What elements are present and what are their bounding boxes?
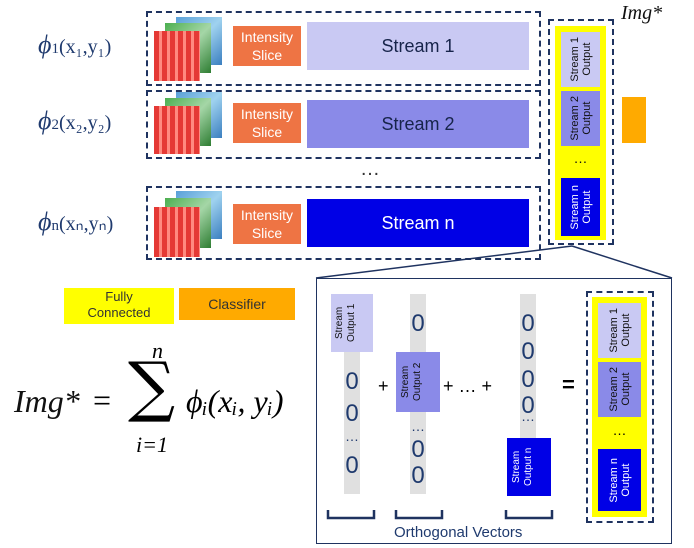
vector-2-zero: 0	[411, 462, 425, 489]
vector-1-zero: 0	[345, 452, 359, 479]
sum-upper-limit: n	[152, 338, 163, 363]
stream-row-1-box	[146, 11, 541, 86]
sum-lower-limit: i=1	[136, 432, 168, 457]
result-ellipsis: …	[612, 422, 627, 438]
classifier-output-block	[622, 97, 646, 143]
image-stack-icon	[154, 92, 224, 156]
sum-sign: ∑	[128, 348, 176, 425]
vector-2-zero: 0	[411, 310, 425, 337]
vector-n-stream-output: Stream Output n	[507, 438, 551, 496]
img-output-box	[548, 19, 614, 245]
vector-n-zero: 0	[521, 366, 535, 393]
phi-n-label: ϕn(xₙ,yₙ)	[38, 207, 114, 236]
phi-1-label: ϕ1(x₁,y₁)	[38, 30, 112, 59]
orthogonal-vectors-caption: Orthogonal Vectors	[394, 524, 523, 541]
vector-2-zero: 0	[411, 436, 425, 463]
image-stack-icon	[154, 191, 224, 257]
vector-n-zero: 0	[521, 310, 535, 337]
vector-2-dots: …	[411, 418, 425, 434]
stream-row-2-box	[146, 90, 541, 159]
orthogonal-vectors-panel	[316, 278, 672, 544]
output-ellipsis: …	[573, 150, 588, 166]
img-star-label: Img*	[621, 2, 663, 24]
equals-sign: =	[562, 372, 575, 397]
stream-row-n-box	[146, 186, 541, 260]
formula-term: ϕᵢ(xᵢ, yᵢ)	[186, 383, 284, 419]
stream-n-block: Stream n	[307, 199, 529, 247]
vector-n-zero: 0	[521, 392, 535, 419]
vector-1-zero: 0	[345, 400, 359, 427]
plus-sign: +	[378, 376, 389, 396]
vector-n-zero: 0	[521, 338, 535, 365]
plus-ellipsis-plus: + … +	[443, 376, 493, 396]
rows-ellipsis: …	[360, 158, 380, 180]
vector-2-stream-output: Stream Output 2	[396, 352, 440, 412]
stream-2-block: Stream 2	[307, 100, 529, 148]
vector-1-zero: 0	[345, 368, 359, 395]
vector-1-dots: …	[345, 428, 359, 444]
result-vector-box	[586, 291, 654, 523]
image-stack-icon	[154, 17, 224, 81]
phi-2-label: ϕ2(x₂,y₂)	[38, 106, 112, 135]
legend-classifier: Classifier	[179, 288, 295, 320]
vector-n-dots: …	[521, 408, 535, 424]
stream-1-block: Stream 1	[307, 22, 529, 70]
formula-lhs: Img*	[14, 383, 80, 419]
vector-1-stream-output: Stream Output 1	[331, 294, 373, 352]
formula-equals: =	[93, 382, 112, 418]
